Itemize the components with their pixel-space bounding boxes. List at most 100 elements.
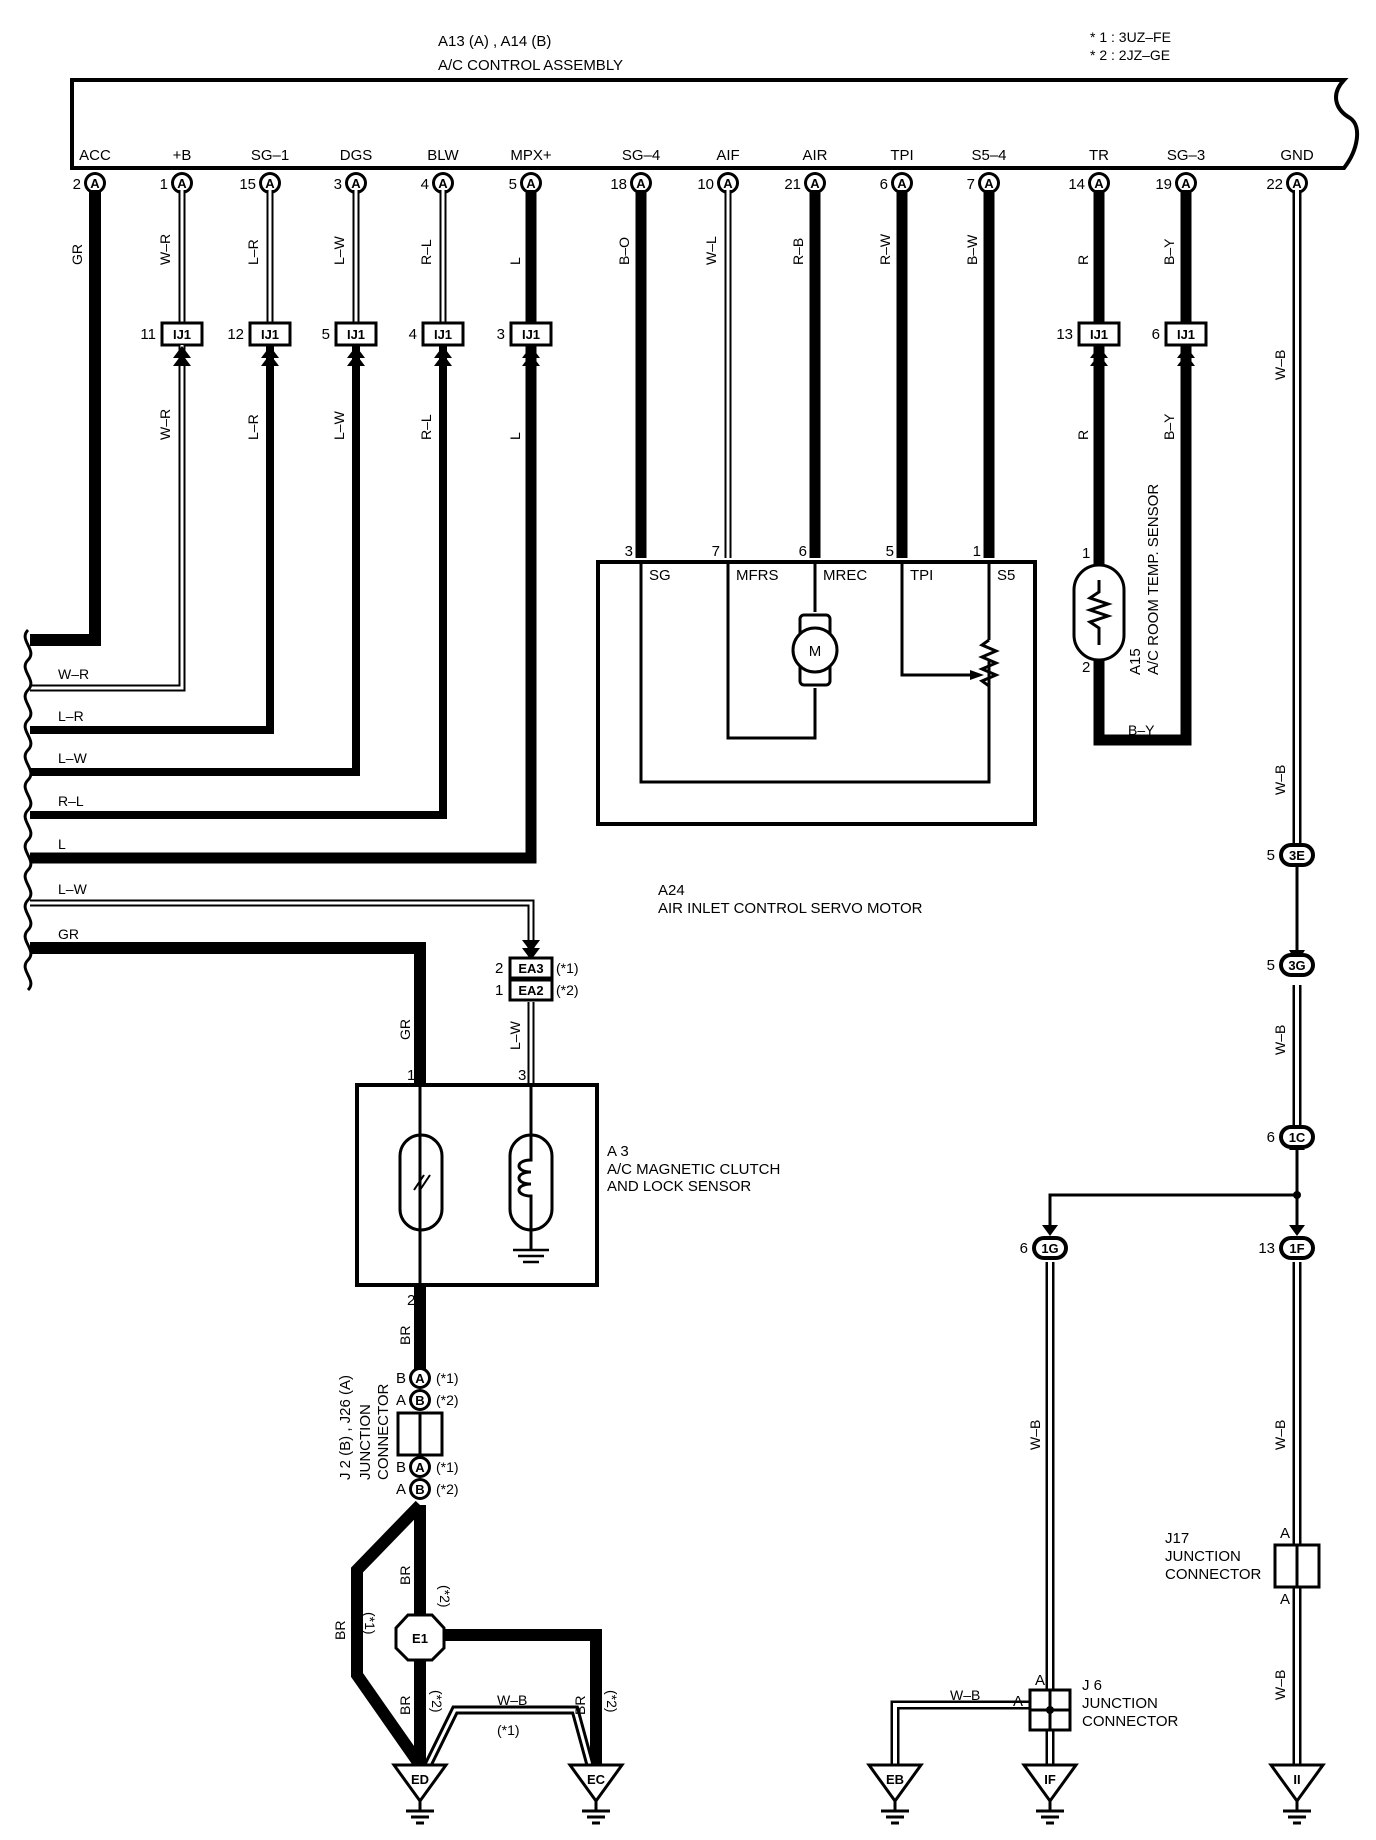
harness-label-4: L: [58, 836, 66, 852]
wb-star1-wire: W–B: [497, 1692, 527, 1708]
ecu-pin-num-4: 4: [421, 176, 429, 193]
junction-note-3: (*2): [436, 1481, 459, 1497]
ij1-label-1: IJ1: [261, 327, 279, 342]
ea2-pin: 1: [495, 982, 503, 999]
ecu-pin-conn-4: A: [432, 172, 454, 194]
ij1-label-6: IJ1: [1177, 327, 1195, 342]
ecu-pin-conn-11-label: A: [1094, 176, 1104, 191]
servo-term-num-3: 5: [886, 543, 894, 560]
ecu-pin-conn-12: A: [1175, 172, 1197, 194]
j17-code: J17: [1165, 1530, 1189, 1547]
ecu-pin-name-0: ACC: [79, 147, 111, 164]
sensor-pin-bottom: 2: [1082, 659, 1090, 676]
clutch-wire-out: BR: [397, 1326, 413, 1345]
top-wire-label-11: R: [1075, 255, 1091, 265]
ground-II: II: [1268, 1763, 1326, 1825]
harness-labels: W–RL–RL–WR–LLL–WGR: [58, 666, 89, 942]
ecu-pin-conn-3: A: [345, 172, 367, 194]
top-wire-label-0: GR: [69, 244, 85, 265]
ecu-pin-num-9: 6: [880, 176, 888, 193]
junction-conn-0-label: A: [415, 1371, 425, 1386]
top-wires: [30, 190, 1302, 845]
clutch-name2: AND LOCK SENSOR: [607, 1178, 751, 1195]
harness-label-3: R–L: [58, 793, 84, 809]
ground-ED: ED: [391, 1763, 449, 1825]
ecu-pin-conn-0: A: [84, 172, 106, 194]
ij1-connector-2: IJ1 5: [322, 321, 378, 347]
junction-note-2: (*1): [436, 1459, 459, 1475]
ij1-label-3: IJ1: [434, 327, 452, 342]
ea3-note: (*1): [556, 960, 579, 976]
sensor-name: A/C ROOM TEMP. SENSOR: [1145, 484, 1162, 675]
br-c: BR: [397, 1696, 413, 1715]
clutch-code: A 3: [607, 1143, 629, 1160]
ij1-pin-5: 13: [1056, 326, 1073, 343]
ground-EB: EB: [866, 1763, 924, 1825]
gnd-connector-label-0: 3E: [1289, 848, 1305, 863]
ecu-pin-name-11: TR: [1089, 147, 1109, 164]
ground-label-0: ED: [411, 1772, 429, 1787]
ecu-pin-conn-5: A: [520, 172, 542, 194]
ea2-note: (*2): [556, 982, 579, 998]
top-wire-label-8: R–B: [790, 238, 806, 265]
gnd-connector-num-1: 5: [1267, 957, 1275, 974]
ecu-pin-conn-6: A: [630, 172, 652, 194]
top-wire-label-1: W–R: [157, 234, 173, 265]
harness-label-0: W–R: [58, 666, 89, 682]
ecu-pin-conn-5-label: A: [526, 176, 536, 191]
clutch-pin3: 3: [518, 1067, 526, 1084]
junction-conn-2-label: A: [415, 1460, 425, 1475]
sensor-bottom-wire: B–Y: [1128, 722, 1155, 738]
gnd-connector-num-2: 6: [1267, 1129, 1275, 1146]
ij1-pin-4: 3: [497, 326, 505, 343]
ecu-pin-name-4: BLW: [427, 147, 459, 164]
junction-j6: A A W–B J 6 JUNCTION CONNECTOR: [950, 1672, 1179, 1732]
ground-EC: EC: [567, 1763, 625, 1825]
ground-IF: IF: [1021, 1763, 1079, 1825]
ecu-pin-conn-10: A: [978, 172, 1000, 194]
ij1-pin-2: 5: [322, 326, 330, 343]
br-c-note: (*2): [429, 1690, 445, 1713]
junction-conn-3-label: B: [415, 1482, 424, 1497]
ecu-pin-conn-12-label: A: [1181, 176, 1191, 191]
lower-wire-label-2: L–W: [331, 410, 347, 440]
ecu-pin-conn-7-label: A: [723, 176, 733, 191]
gnd-connector-0: 3E5: [1267, 843, 1315, 867]
j17-pin-b: A: [1280, 1591, 1290, 1608]
servo-term-name-3: TPI: [910, 567, 933, 584]
ecu-pin-conn-13: A: [1286, 172, 1308, 194]
j6-wire: W–B: [950, 1687, 980, 1703]
ij1-pin-0: 11: [140, 326, 156, 343]
gnd-connector-2: 1C 6: [1267, 1125, 1315, 1149]
clutch-name1: A/C MAGNETIC CLUTCH: [607, 1161, 780, 1178]
ecu-pin-conn-13-label: A: [1292, 176, 1302, 191]
room-temp-sensor: 1 2 B–Y A15 A/C ROOM TEMP. SENSOR: [1072, 484, 1162, 738]
br-d: BR: [572, 1696, 588, 1715]
ea-wire: L–W: [507, 1020, 523, 1050]
ij1-label-2: IJ1: [347, 327, 365, 342]
ecu-pin-conn-10-label: A: [984, 176, 994, 191]
harness-label-6: GR: [58, 926, 79, 942]
ecu-pin-num-12: 19: [1155, 176, 1172, 193]
ecu-pin-num-1: 1: [160, 176, 168, 193]
gnd-wire-1: W–B: [1272, 350, 1288, 380]
ea2-label: EA2: [518, 983, 543, 998]
gnd-connector-label-2: 1C: [1289, 1130, 1306, 1145]
top-wire-label-12: B–Y: [1161, 238, 1177, 265]
motor-symbol: M: [809, 643, 822, 660]
note-2: * 2 : 2JZ–GE: [1090, 47, 1170, 63]
gnd-connector-label-3: 1G: [1041, 1241, 1058, 1256]
lower-wire-label-6: B–Y: [1161, 413, 1177, 440]
junction-note-1: (*2): [436, 1392, 459, 1408]
ecu-pin-num-13: 22: [1266, 176, 1283, 193]
junction-pin-3: A: [396, 1481, 406, 1498]
ecu-box: [70, 78, 1360, 170]
clutch-pin2: 2: [407, 1292, 415, 1309]
